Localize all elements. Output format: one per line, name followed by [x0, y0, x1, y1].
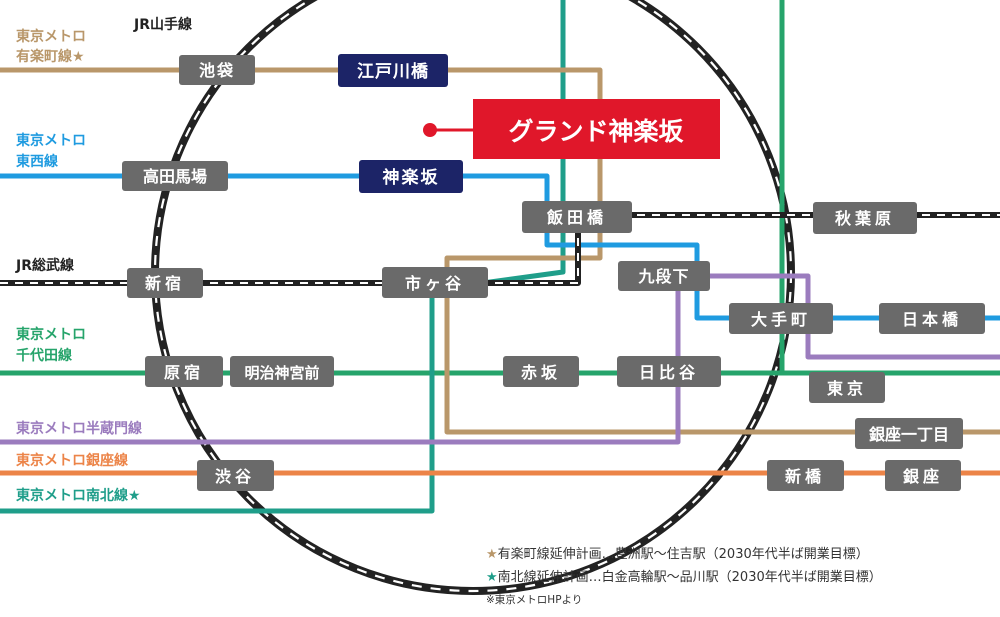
- label-yurakucho-2: 有楽町線★: [16, 48, 85, 65]
- station-iidabashi[interactable]: 飯田橋: [522, 201, 632, 233]
- property-marker: グランド神楽坂: [423, 99, 720, 159]
- note-namboku-extension: ★南北線延伸計画…白金高輪駅～品川駅（2030年代半ば開業目標）: [486, 570, 882, 585]
- note-source: ※東京メトロHPより: [486, 594, 583, 606]
- note-yurakucho-extension: ★有楽町線延伸計画…豊洲駅～住吉駅（2030年代半ば開業目標）: [486, 547, 869, 562]
- line-labels: 東京メトロ 有楽町線★ JR山手線 東京メトロ 東西線 JR総武線 東京メトロ …: [15, 16, 192, 504]
- svg-text:明治神宮前: 明治神宮前: [244, 364, 319, 382]
- label-yamanote: JR山手線: [133, 16, 192, 33]
- station-ginza[interactable]: 銀座: [885, 460, 961, 491]
- label-namboku: 東京メトロ南北線★: [16, 487, 141, 504]
- svg-text:銀座一丁目: 銀座一丁目: [869, 425, 949, 444]
- station-ikebukuro[interactable]: 池袋: [179, 55, 255, 85]
- svg-text:原宿: 原宿: [164, 363, 204, 382]
- label-chiyoda-1: 東京メトロ: [16, 326, 86, 343]
- svg-text:高田馬場: 高田馬場: [143, 167, 207, 186]
- svg-text:日本橋: 日本橋: [902, 310, 962, 329]
- label-sobu: JR総武線: [15, 257, 74, 274]
- star-icon: ★: [486, 547, 498, 562]
- station-ichigaya[interactable]: 市ヶ谷: [382, 267, 488, 298]
- hanzomon-line: [0, 273, 1000, 445]
- svg-text:渋谷: 渋谷: [215, 467, 255, 486]
- station-shibuya[interactable]: 渋谷: [197, 460, 274, 491]
- svg-text:大手町: 大手町: [751, 310, 811, 329]
- station-takadanobaba[interactable]: 高田馬場: [122, 161, 228, 191]
- sobu-line: [0, 212, 1000, 286]
- station-shimbashi[interactable]: 新橋: [767, 460, 844, 491]
- station-akasaka[interactable]: 赤坂: [503, 356, 579, 387]
- svg-text:池袋: 池袋: [199, 61, 235, 80]
- svg-text:新宿: 新宿: [145, 274, 185, 293]
- label-tozai-2: 東西線: [16, 153, 58, 170]
- station-nihombashi[interactable]: 日本橋: [879, 303, 985, 334]
- station-kudanshita[interactable]: 九段下: [618, 261, 710, 291]
- svg-text:市ヶ谷: 市ヶ谷: [405, 274, 465, 293]
- label-yurakucho-1: 東京メトロ: [16, 28, 86, 45]
- label-ginza: 東京メトロ銀座線: [16, 452, 128, 469]
- svg-text:神楽坂: 神楽坂: [383, 167, 440, 188]
- station-hibiya[interactable]: 日比谷: [617, 356, 721, 387]
- svg-text:東京: 東京: [827, 379, 867, 398]
- yurakucho-line: [0, 67, 1000, 435]
- station-meijijingumae[interactable]: 明治神宮前: [230, 356, 334, 387]
- station-otemachi[interactable]: 大手町: [729, 303, 833, 334]
- label-hanzomon: 東京メトロ半蔵門線: [16, 420, 142, 437]
- svg-text:銀座: 銀座: [903, 467, 943, 486]
- station-akihabara[interactable]: 秋葉原: [813, 202, 917, 234]
- svg-text:秋葉原: 秋葉原: [835, 209, 895, 228]
- svg-text:飯田橋: 飯田橋: [546, 208, 607, 227]
- stations: 池袋 江戸川橋 高田馬場 神楽坂 飯田橋 秋葉原 新宿 市ヶ谷 九段下 大手町 …: [122, 54, 985, 491]
- star-icon: ★: [486, 570, 498, 585]
- label-tozai-1: 東京メトロ: [16, 132, 86, 149]
- svg-text:赤坂: 赤坂: [521, 363, 561, 382]
- station-tokyo[interactable]: 東京: [809, 372, 885, 403]
- station-kagurazaka[interactable]: 神楽坂: [359, 160, 463, 193]
- station-edogawabashi[interactable]: 江戸川橋: [338, 54, 448, 87]
- station-shinjuku[interactable]: 新宿: [127, 268, 203, 298]
- label-chiyoda-2: 千代田線: [16, 347, 72, 364]
- station-harajuku[interactable]: 原宿: [145, 356, 223, 387]
- svg-text:新橋: 新橋: [785, 467, 825, 486]
- svg-text:九段下: 九段下: [637, 267, 689, 286]
- svg-text:江戸川橋: 江戸川橋: [357, 61, 429, 82]
- station-ginza-itchome[interactable]: 銀座一丁目: [855, 418, 963, 449]
- property-label: グランド神楽坂: [508, 117, 684, 146]
- svg-text:日比谷: 日比谷: [639, 363, 699, 382]
